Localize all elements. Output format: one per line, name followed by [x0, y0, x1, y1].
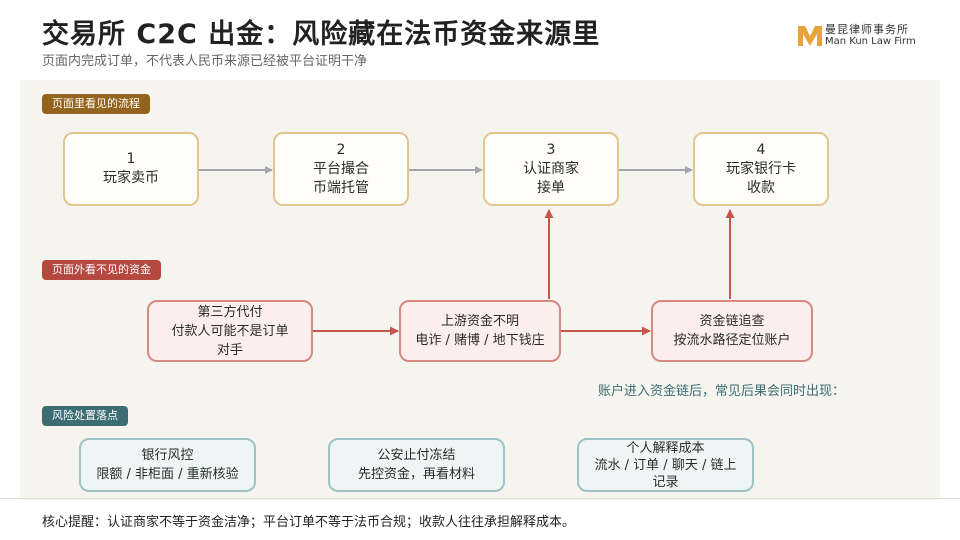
risk-outcome-police-freeze: 公安止付冻结 先控资金，再看材料 — [328, 438, 505, 492]
firm-name-cn: 曼昆律师事务所 — [825, 23, 909, 36]
section-tag-visible-flow: 页面里看见的流程 — [42, 94, 150, 114]
flow-step-certified-merchant: 3 认证商家 接单 — [483, 132, 619, 206]
risk-outcome-detail: 流水 / 订单 / 聊天 / 链上 — [594, 457, 737, 473]
core-reminder: 核心提醒：认证商家不等于资金洁净；平台订单不等于法币合规；收款人往往承担解释成本… — [42, 515, 576, 530]
flow-step-label-2: 币端托管 — [313, 179, 369, 196]
risk-outcome-title: 银行风控 — [141, 448, 194, 463]
page-subtitle: 页面内完成订单，不代表人民币来源已经被平台证明干净 — [42, 54, 368, 69]
flow-step-label: 玩家银行卡 — [726, 160, 796, 177]
hidden-step-title: 第三方代付 — [197, 304, 263, 320]
flow-step-label: 玩家卖币 — [103, 170, 159, 186]
flow-step-sell-coin: 1 玩家卖币 — [63, 132, 199, 206]
risk-outcome-title: 个人解释成本 — [626, 440, 705, 456]
flow-step-number: 4 — [756, 141, 766, 158]
consequence-note: 账户进入资金链后，常见后果会同时出现： — [598, 384, 846, 399]
mankun-logo-icon — [798, 26, 822, 46]
risk-outcome-bank-control: 银行风控 限额 / 非柜面 / 重新核验 — [79, 438, 256, 492]
section-tag-risk-points: 风险处置落点 — [42, 406, 128, 426]
hidden-step-unknown-upstream-funds: 上游资金不明 电诈 / 赌博 / 地下钱庄 — [399, 300, 561, 362]
footer-divider — [0, 498, 960, 499]
hidden-step-title: 资金链追查 — [699, 314, 765, 329]
hidden-step-title: 上游资金不明 — [440, 314, 519, 329]
hidden-step-detail: 按流水路径定位账户 — [673, 333, 791, 348]
flow-step-bank-card-receipt: 4 玩家银行卡 收款 — [693, 132, 829, 206]
risk-outcome-explanation-cost: 个人解释成本 流水 / 订单 / 聊天 / 链上 记录 — [577, 438, 754, 492]
page-title: 交易所 C2C 出金：风险藏在法币资金来源里 — [42, 19, 601, 50]
firm-name-en: Man Kun Law Firm — [825, 36, 916, 47]
flow-step-label-2: 收款 — [747, 179, 775, 196]
flow-step-label: 平台撮合 — [313, 160, 369, 177]
section-tag-hidden-funds: 页面外看不见的资金 — [42, 260, 161, 280]
hidden-step-detail-2: 对手 — [216, 342, 243, 358]
hidden-step-detail: 电诈 / 赌博 / 地下钱庄 — [415, 333, 545, 348]
risk-outcome-detail: 先控资金，再看材料 — [357, 467, 475, 482]
risk-outcome-title: 公安止付冻结 — [377, 448, 456, 463]
firm-logo: 曼昆律师事务所 Man Kun Law Firm — [795, 20, 935, 50]
flow-step-platform-match: 2 平台撮合 币端托管 — [273, 132, 409, 206]
flow-step-number: 2 — [336, 141, 346, 158]
flow-step-label-2: 接单 — [537, 179, 565, 196]
flow-step-number: 1 — [126, 151, 136, 167]
flow-step-number: 3 — [546, 141, 556, 158]
risk-outcome-detail: 限额 / 非柜面 / 重新核验 — [96, 467, 239, 482]
flow-step-label: 认证商家 — [523, 160, 579, 177]
hidden-step-fund-chain-tracing: 资金链追查 按流水路径定位账户 — [651, 300, 813, 362]
risk-outcome-detail-2: 记录 — [652, 474, 679, 490]
hidden-step-detail: 付款人可能不是订单 — [171, 323, 289, 339]
hidden-step-third-party-payer: 第三方代付 付款人可能不是订单 对手 — [147, 300, 313, 362]
